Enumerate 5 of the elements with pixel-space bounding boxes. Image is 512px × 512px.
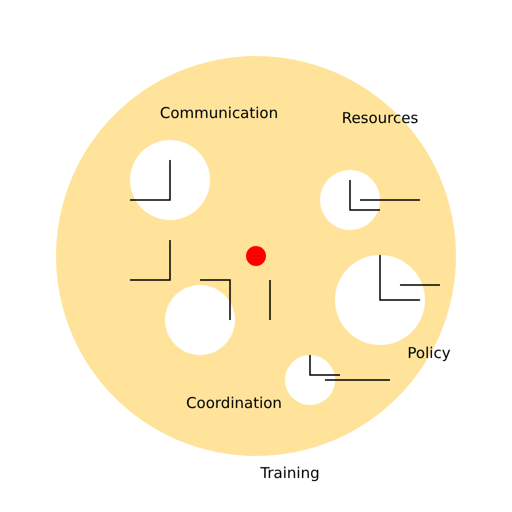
category-label: Communication [160,104,278,122]
category-label: Training [260,464,320,482]
category-label: Coordination [186,394,282,412]
category-label: Policy [407,344,451,362]
category-label: Resources [342,109,418,127]
